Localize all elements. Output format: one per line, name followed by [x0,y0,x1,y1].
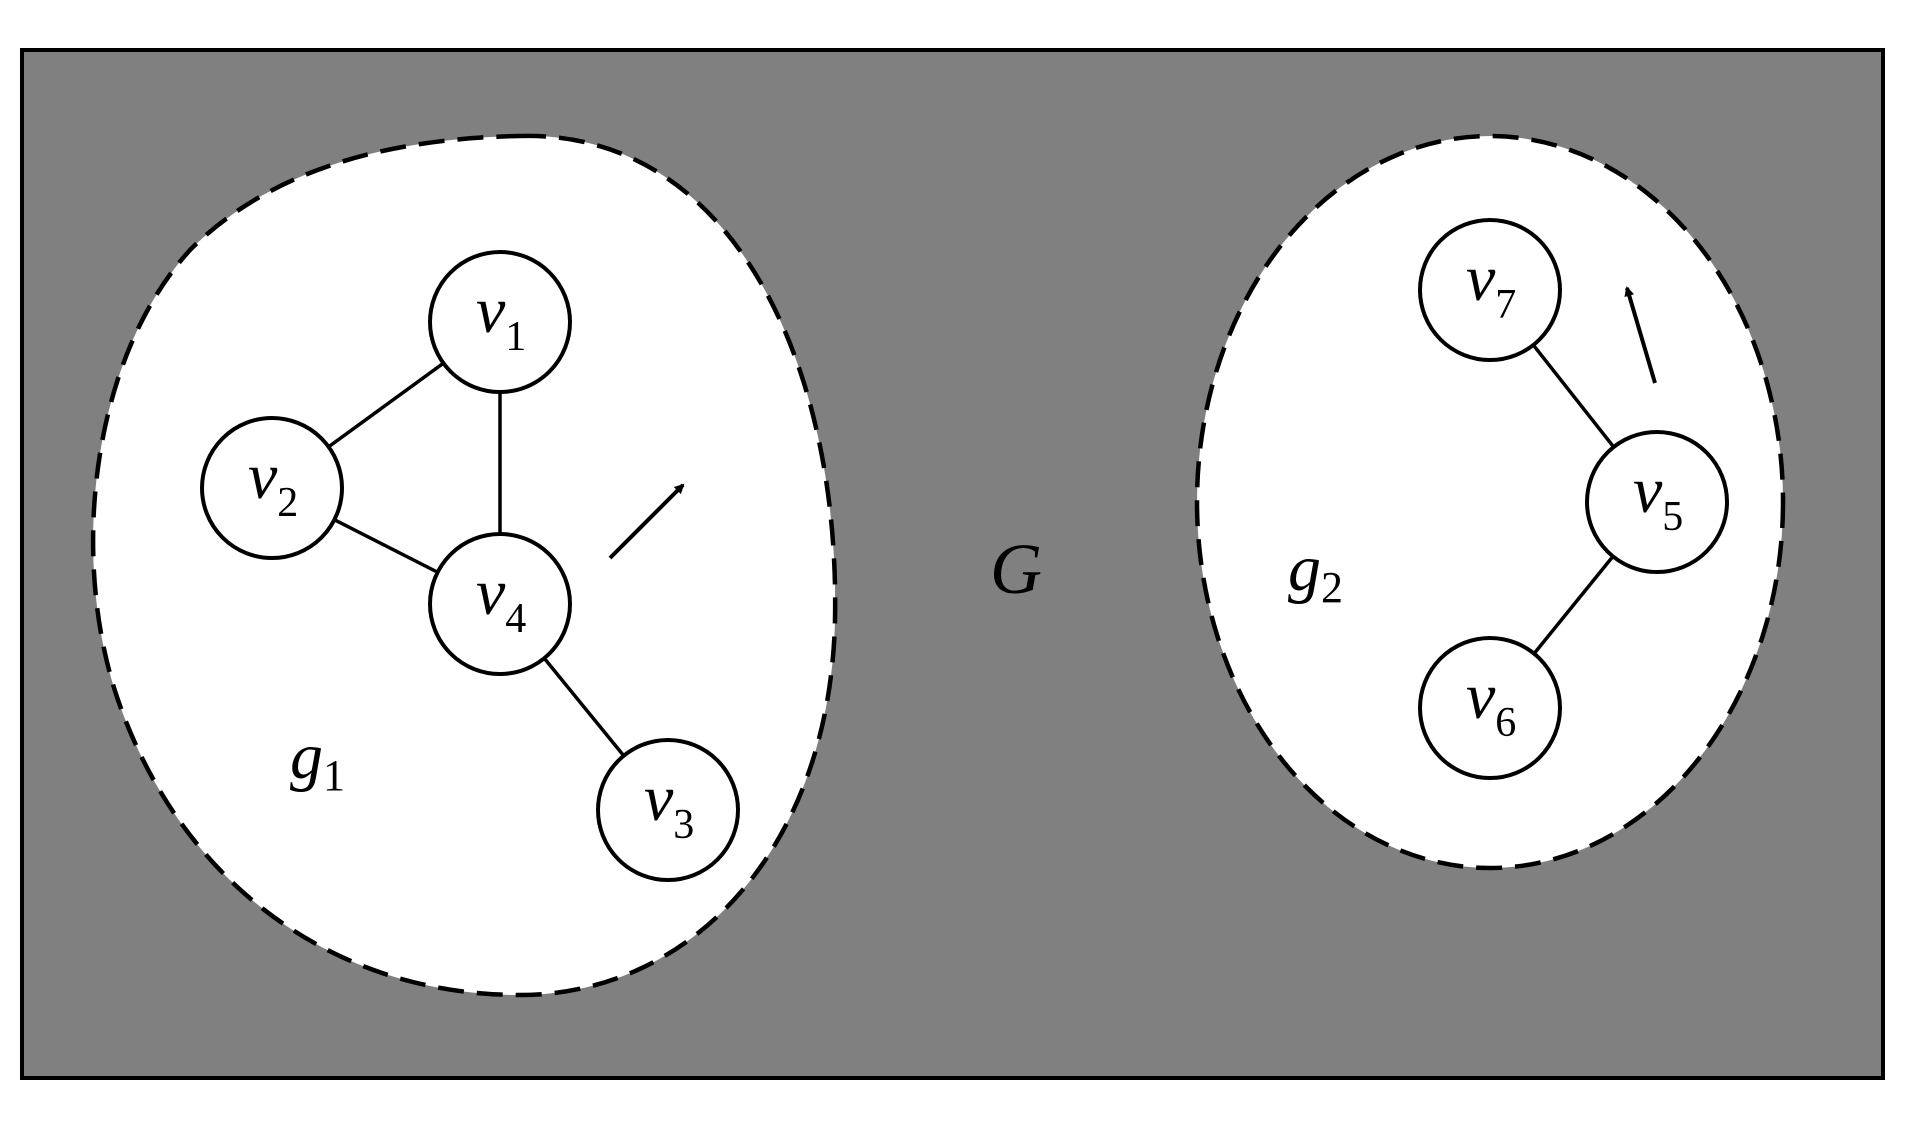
graph-label: G [990,529,1042,609]
node-label: v7 [1466,242,1516,328]
nodes-layer: v1 v2 v3 v4 v5 v6 v7 [200,218,1729,882]
node-v2: v2 [200,416,344,560]
arrow-g2 [1624,286,1657,384]
node-circle [428,532,572,676]
arrow-g1 [608,483,685,560]
subgraph-label-g2: g2 [1288,532,1343,612]
node-label: v5 [1633,454,1683,540]
node-circle [200,416,344,560]
node-circle [1418,218,1562,362]
node-v3: v3 [596,738,740,882]
node-v5: v5 [1585,430,1729,574]
node-label: v2 [248,440,298,526]
node-v4: v4 [428,532,572,676]
node-label: v4 [476,556,526,642]
node-label: v6 [1466,660,1516,746]
node-circle [1585,430,1729,574]
node-circle [1418,636,1562,780]
node-v1: v1 [428,250,572,394]
node-v6: v6 [1418,636,1562,780]
node-circle [428,250,572,394]
node-label: v1 [476,274,526,360]
subgraph-label-g1: g1 [290,720,345,800]
node-circle [596,738,740,882]
node-v7: v7 [1418,218,1562,362]
node-label: v3 [644,762,694,848]
